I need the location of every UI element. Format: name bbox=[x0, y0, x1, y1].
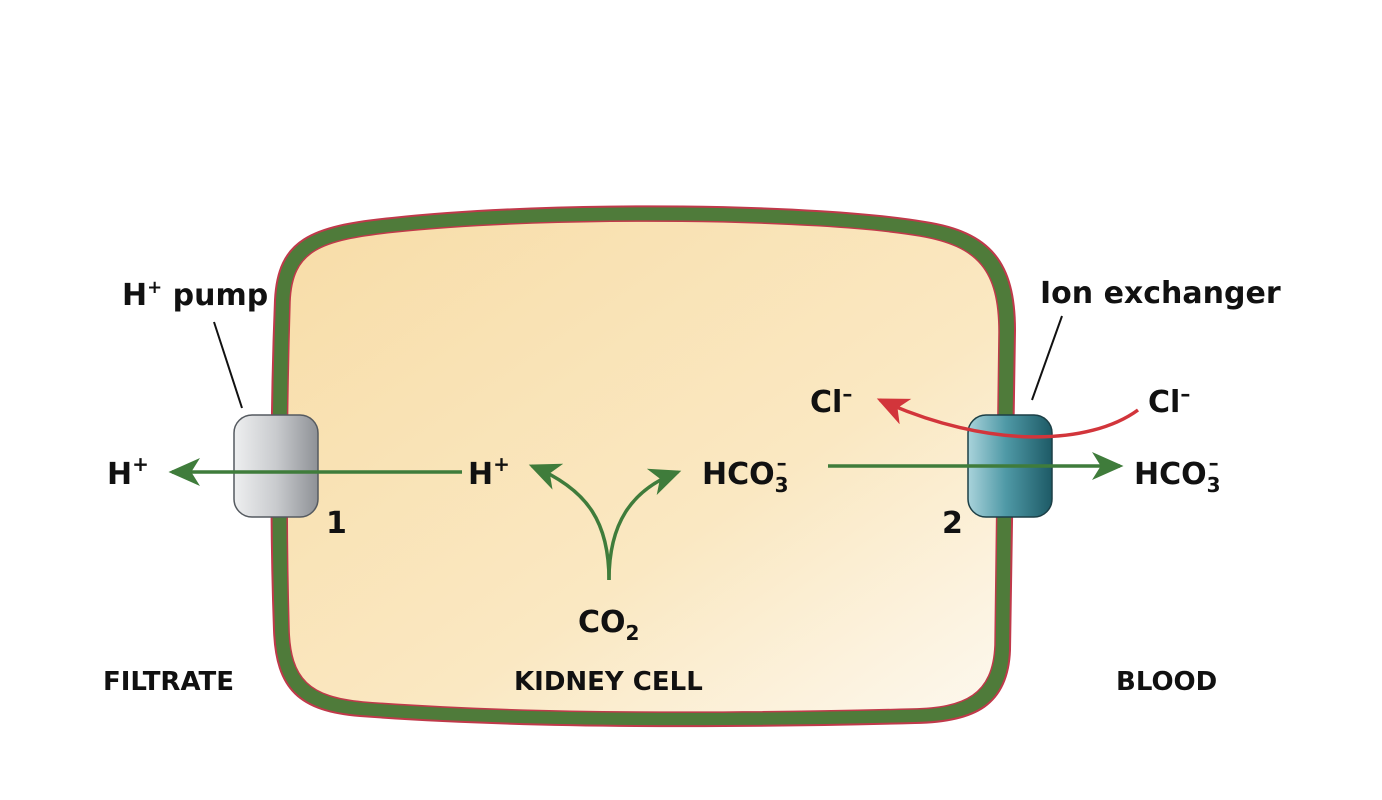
h-pump bbox=[233, 414, 319, 518]
chloride-blood-label: Cl– bbox=[1148, 382, 1190, 420]
chloride-import-arrow bbox=[876, 398, 1140, 439]
ion-exchanger-leader-line bbox=[1031, 315, 1063, 401]
kidney-cell-label: KIDNEY CELL bbox=[514, 667, 703, 697]
h-pump-label: H+ pump bbox=[122, 277, 268, 313]
h-plus-filtrate-label: H+ bbox=[107, 452, 149, 492]
h-pump-leader-line bbox=[213, 321, 243, 409]
pump-number-label: 1 bbox=[326, 506, 347, 541]
bicarbonate-cell-label: HCO3– bbox=[702, 451, 789, 497]
blood-label: BLOOD bbox=[1116, 667, 1217, 697]
h-plus-cell-label: H+ bbox=[468, 452, 510, 492]
exchanger-number-label: 2 bbox=[942, 506, 963, 541]
co2-label: CO2 bbox=[578, 605, 639, 645]
h-pump-protein bbox=[233, 414, 319, 518]
co2-to-bicarbonate-arrow bbox=[607, 468, 682, 581]
ion-exchanger-label: Ion exchanger bbox=[1040, 276, 1281, 311]
chloride-cell-label: Cl– bbox=[810, 382, 852, 420]
filtrate-label: FILTRATE bbox=[103, 667, 234, 697]
bicarbonate-blood-label: HCO3– bbox=[1134, 451, 1221, 497]
